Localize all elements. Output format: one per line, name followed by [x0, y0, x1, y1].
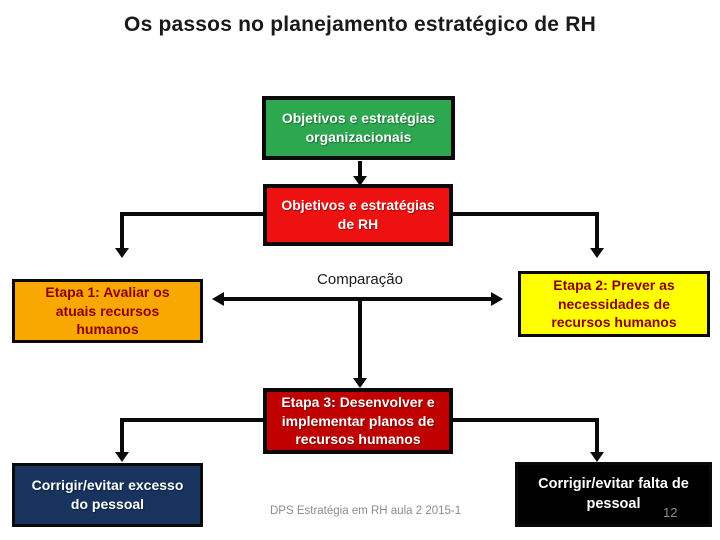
- box-org-objectives: Objetivos e estratégias organizacionais: [262, 96, 455, 160]
- connector-step3-to-shortage-hline: [453, 418, 599, 422]
- page-number: 12: [663, 505, 678, 520]
- arrow-left-comparison-icon: [212, 292, 224, 306]
- connector-hr-to-step1-vline: [120, 212, 124, 248]
- box-step2: Etapa 2: Prever as necessidades de recur…: [518, 271, 710, 337]
- connector-comparison-to-step3-line: [358, 299, 362, 380]
- box-step3-label: Etapa 3: Desenvolver e implementar plano…: [281, 393, 435, 448]
- slide-title: Os passos no planejamento estratégico de…: [124, 13, 596, 36]
- box-step1-label: Etapa 1: Avaliar os atuais recursos huma…: [45, 283, 170, 338]
- arrow-down-step2-icon: [590, 248, 604, 258]
- box-step2-label: Etapa 2: Prever as necessidades de recur…: [551, 276, 677, 331]
- box-step3: Etapa 3: Desenvolver e implementar plano…: [263, 388, 453, 454]
- footer-credit: DPS Estratégia em RH aula 2 2015-1: [270, 505, 462, 517]
- arrow-down-step1-icon: [115, 248, 129, 258]
- box-fix-excess-label: Corrigir/evitar excesso do pessoal: [31, 477, 184, 512]
- comparison-label: Comparação: [317, 271, 403, 288]
- arrow-down-excess-icon: [115, 452, 129, 462]
- connector-step3-to-excess-hline: [120, 418, 263, 422]
- arrow-right-comparison-icon: [491, 292, 503, 306]
- connector-org-to-hr-line: [358, 161, 362, 178]
- connector-hr-to-step2-hline: [453, 212, 599, 216]
- box-hr-objectives-label: Objetivos e estratégias de RH: [281, 197, 435, 232]
- connector-step3-to-shortage-vline: [595, 418, 599, 452]
- comparison-arrow-line: [224, 297, 491, 301]
- connector-hr-to-step2-vline: [595, 212, 599, 248]
- box-fix-shortage: Corrigir/evitar falta de pessoal: [515, 462, 712, 527]
- arrow-down-shortage-icon: [590, 452, 604, 462]
- box-hr-objectives: Objetivos e estratégias de RH: [263, 184, 453, 246]
- arrow-down-step3-icon: [353, 378, 367, 388]
- box-org-objectives-label: Objetivos e estratégias organizacionais: [281, 110, 436, 145]
- box-fix-excess: Corrigir/evitar excesso do pessoal: [12, 463, 203, 527]
- box-fix-shortage-label: Corrigir/evitar falta de pessoal: [538, 475, 689, 512]
- connector-step3-to-excess-vline: [120, 418, 124, 452]
- arrow-down-org-to-hr-icon: [353, 176, 367, 186]
- connector-hr-to-step1-hline: [120, 212, 263, 216]
- box-step1: Etapa 1: Avaliar os atuais recursos huma…: [12, 279, 203, 343]
